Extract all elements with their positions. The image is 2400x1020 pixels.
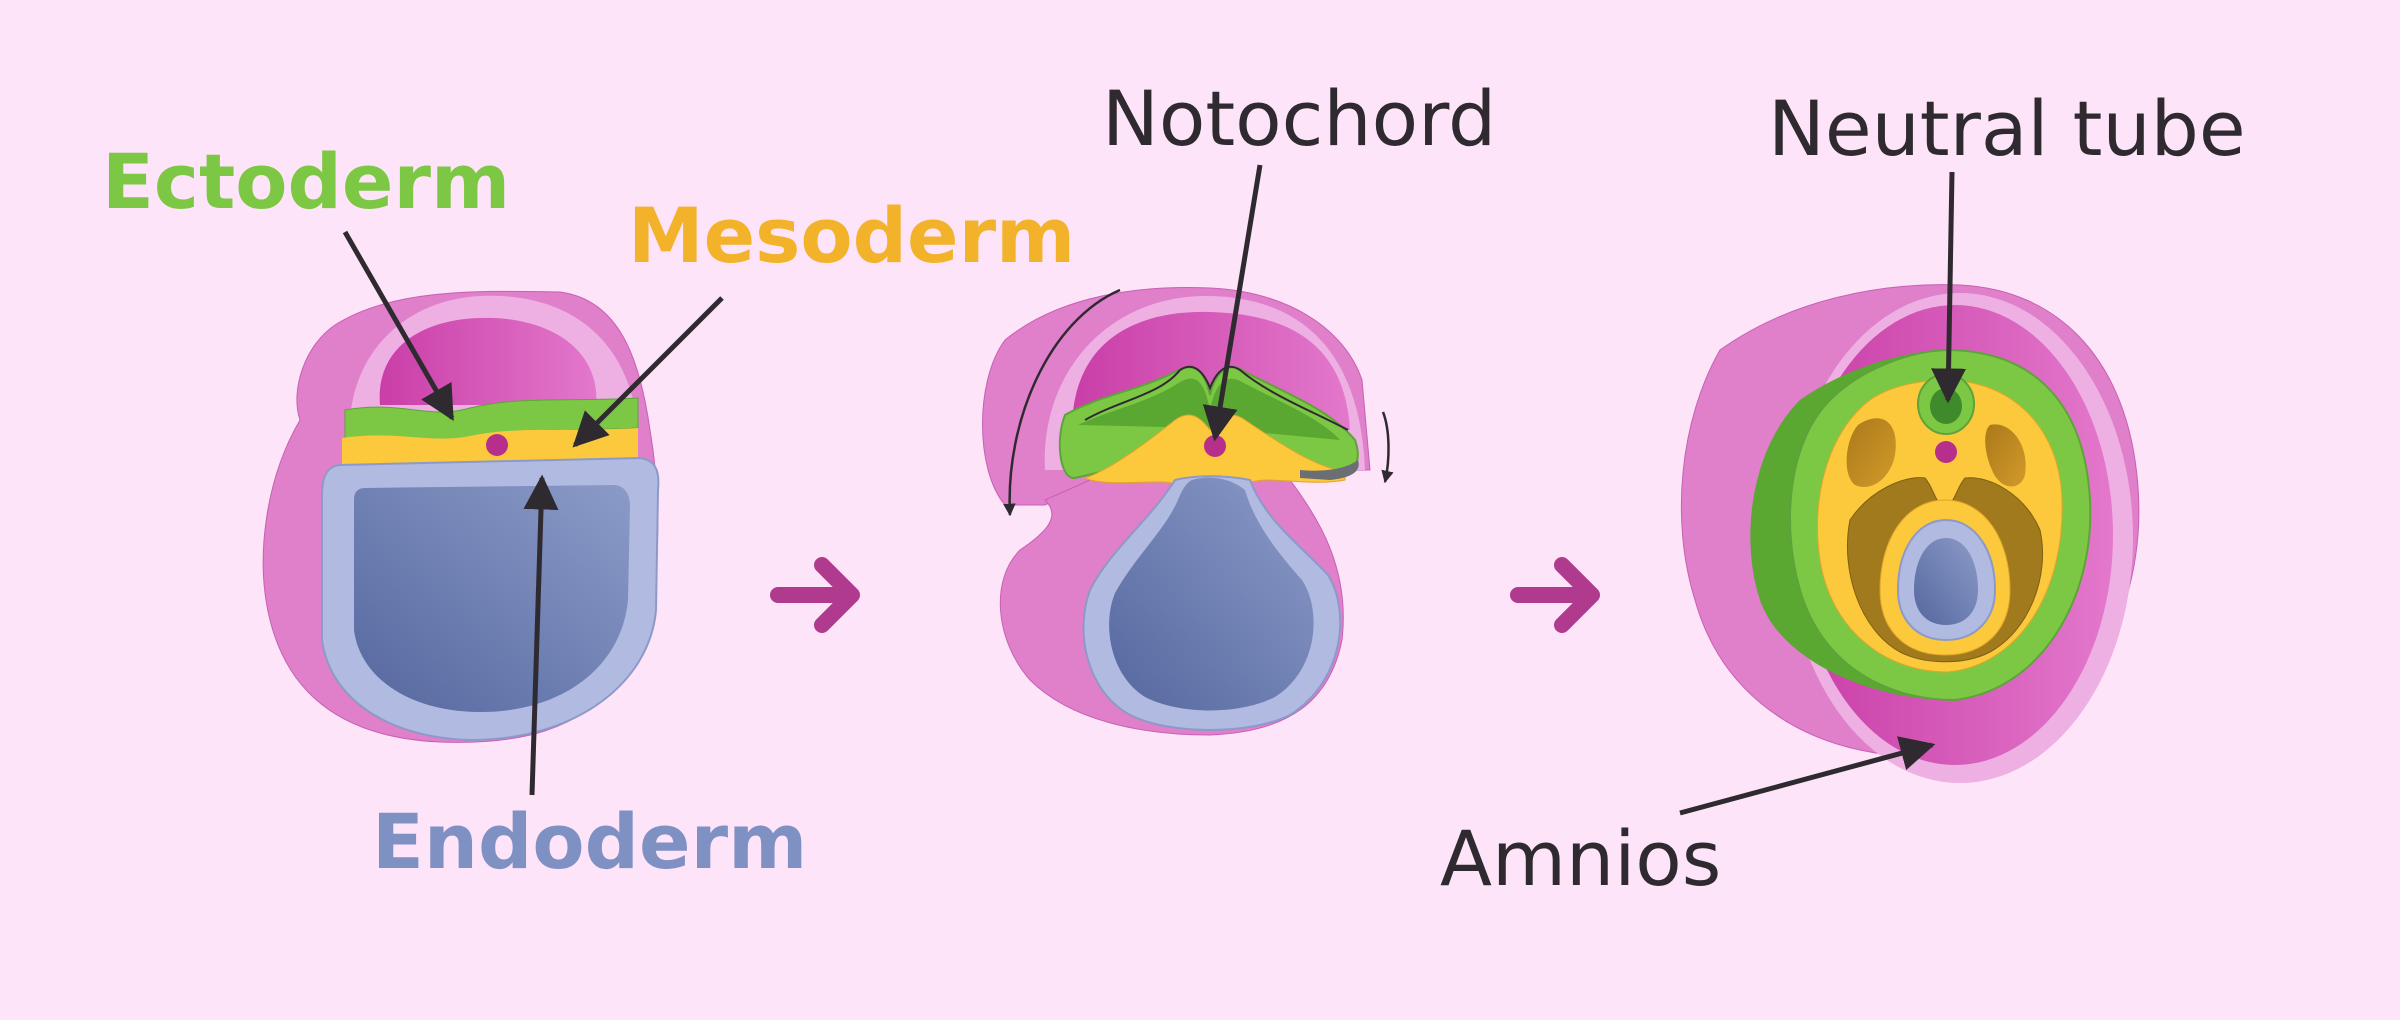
- mesoderm-label: Mesoderm: [628, 191, 1075, 280]
- endoderm-pointer: [523, 474, 559, 796]
- fold-line-left: [1003, 288, 1121, 517]
- progress-arrow-1: [770, 557, 860, 633]
- neural-tube-label: Neutral tube: [1768, 84, 2246, 173]
- stage-2-embryo: [982, 287, 1394, 736]
- stage-3-embryo: [1680, 284, 2140, 783]
- notochord-dot-3: [1935, 441, 1957, 463]
- ectoderm-label: Ectoderm: [102, 137, 510, 226]
- neural-tube-pointer: [1931, 171, 1967, 404]
- amnios-label: Amnios: [1440, 814, 1721, 903]
- notochord-dot-1: [486, 434, 508, 456]
- somite-shadow-2: [1300, 460, 1359, 480]
- endoderm-label: Endoderm: [372, 797, 807, 886]
- mesoderm-pointer: [572, 296, 724, 448]
- progress-arrow-2: [1510, 557, 1600, 633]
- neural-fold-outline: [1084, 365, 1349, 431]
- fold-line-right: [1381, 411, 1394, 484]
- stage-1-embryo: [262, 290, 660, 743]
- endoderm-cavity-2: [1109, 477, 1314, 711]
- ectoderm-pointer: [342, 230, 455, 422]
- amnios-pointer: [1679, 736, 1936, 816]
- notochord-label: Notochord: [1102, 74, 1496, 163]
- somite-right-3: [1985, 424, 2026, 487]
- endoderm-cavity-1: [354, 485, 630, 712]
- notochord-pointer: [1202, 164, 1263, 442]
- somite-left-3: [1846, 418, 1896, 487]
- notochord-dot-2: [1204, 435, 1226, 457]
- endoderm-cavity-3: [1914, 538, 1978, 625]
